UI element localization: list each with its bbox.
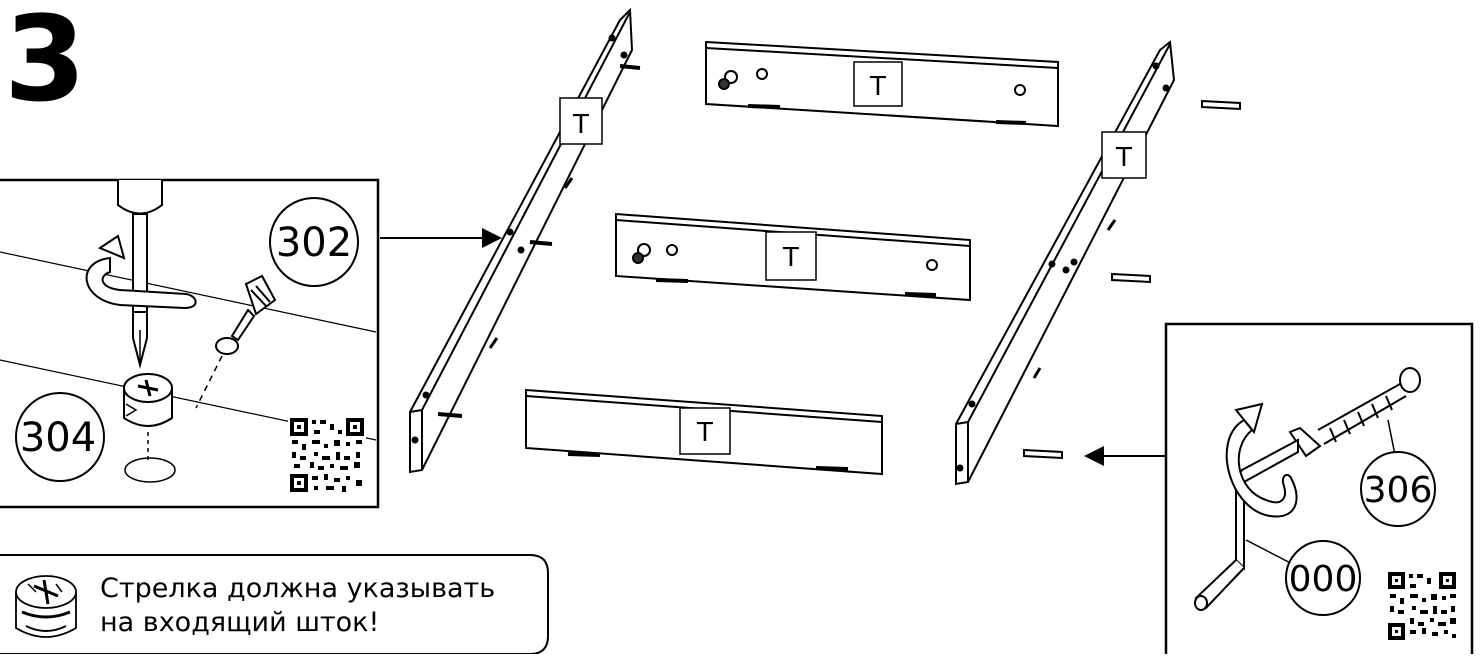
panel-label: T (1115, 143, 1132, 173)
rotate-arrow-icon (1225, 402, 1298, 518)
dowel-icon (1288, 367, 1421, 458)
callout-306-label: 306 (1364, 470, 1433, 511)
cam-lock-icon (15, 575, 77, 638)
callout-302-label: 302 (276, 220, 352, 266)
panel-label-box (765, 231, 817, 281)
panel-label: T (782, 243, 799, 273)
panel-label: T (869, 72, 886, 102)
detail-box-cam-screw: 302 304 (0, 178, 380, 509)
qr-code-icon (1386, 570, 1458, 642)
callout-304-label: 304 (20, 415, 96, 461)
cam-lock-icon (123, 373, 176, 483)
qr-code-icon (288, 416, 366, 494)
note-line-1: Стрелка должна указывать (100, 573, 496, 604)
panel-label-box (853, 61, 903, 107)
callout-306-circle (1360, 451, 1436, 527)
rotate-arrow-icon (85, 234, 197, 310)
note-text: Стрелка должна указывать на входящий што… (100, 572, 495, 640)
cam-screw-icon (215, 274, 277, 355)
panel-label-box (559, 97, 603, 145)
step-number: 3 (4, 0, 87, 128)
detail-box-dowel: 306 000 (1164, 322, 1474, 658)
panel-label: T (572, 110, 589, 140)
callout-000-label: 000 (1289, 559, 1358, 600)
screwdriver-icon (117, 180, 163, 369)
panel-label-box (679, 407, 731, 455)
panel-label-box (1101, 131, 1147, 179)
panel-label: T (696, 418, 713, 448)
callout-304-circle (15, 392, 105, 482)
callout-302-circle (269, 197, 359, 287)
note-box (0, 554, 549, 655)
note-line-2: на входящий шток! (100, 607, 380, 638)
dowel-icon (1023, 99, 1241, 460)
callout-000-circle (1285, 540, 1361, 616)
